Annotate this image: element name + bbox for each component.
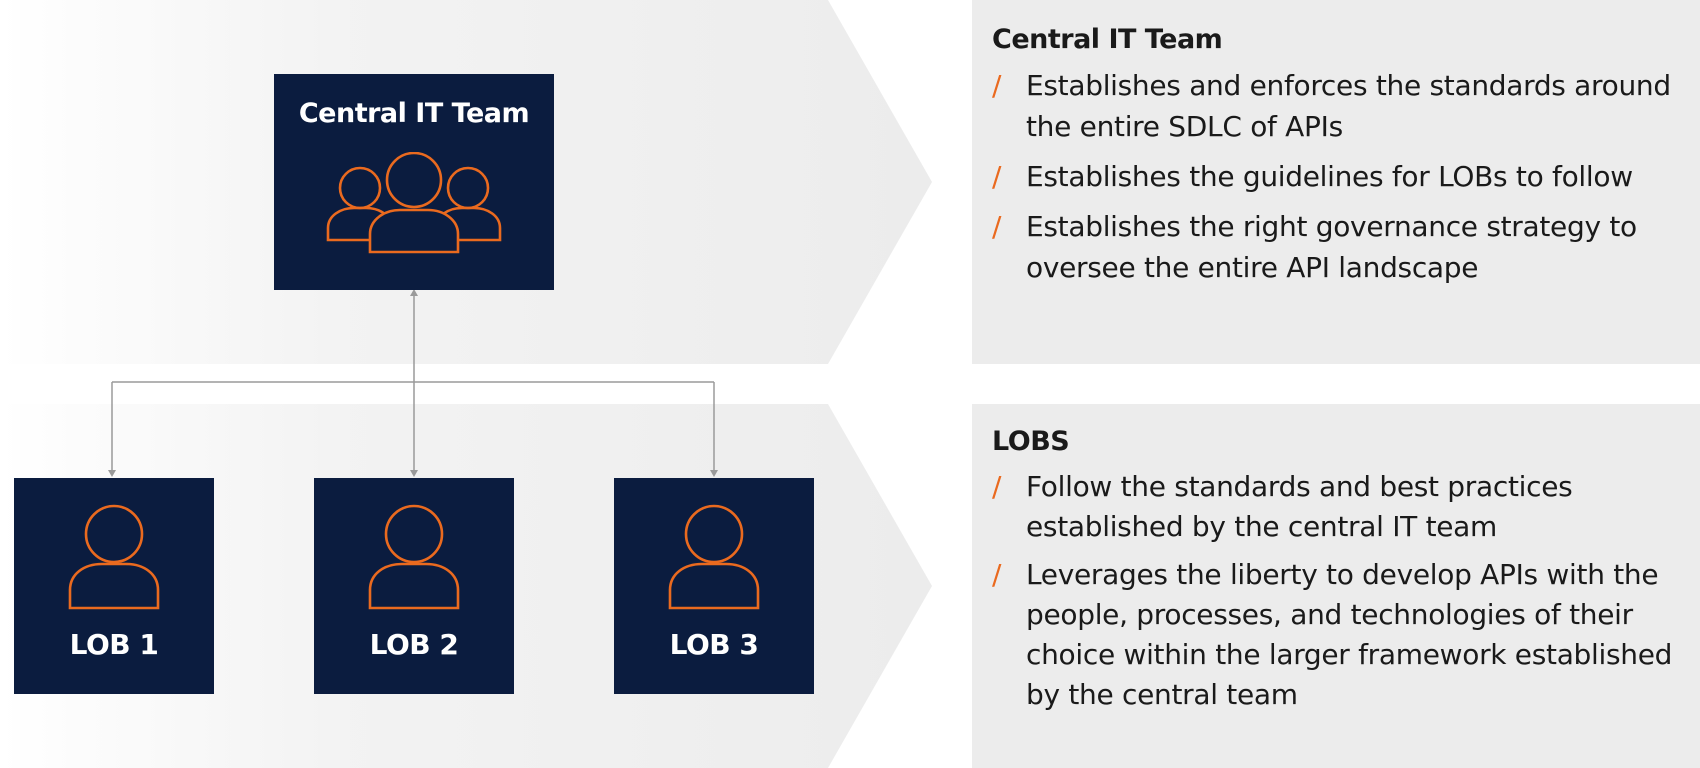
list-item: / Establishes the right governance strat… [992,206,1682,288]
bottom-text-panel [972,404,1700,768]
bullet-list: / Follow the standards and best practice… [992,467,1682,715]
panel-heading: LOBS [992,426,1070,457]
list-item: / Leverages the liberty to develop APIs … [992,555,1682,715]
arrow-up-to-central [410,289,418,296]
slash-bullet-icon: / [992,69,1002,102]
lob-2-box: LOB 2 [314,478,514,694]
bullet-text: Establishes the guidelines for LOBs to f… [1026,160,1633,193]
slash-bullet-icon: / [992,210,1002,243]
list-item: / Establishes the guidelines for LOBs to… [992,156,1682,197]
lobs-description: LOBS / Follow the standards and best pra… [992,426,1682,723]
bullet-text: Establishes and enforces the standards a… [1026,69,1671,143]
person-icon [368,504,460,610]
bullet-list: / Establishes and enforces the standards… [992,65,1682,288]
slash-bullet-icon: / [992,160,1002,193]
slash-bullet-icon: / [992,470,1002,503]
bullet-text: Follow the standards and best practices … [1026,470,1573,543]
central-it-team-box: Central IT Team [274,74,554,290]
bullet-text: Leverages the liberty to develop APIs wi… [1026,558,1673,711]
list-item: / Follow the standards and best practice… [992,467,1682,547]
person-icon [68,504,160,610]
lob-3-label: LOB 3 [669,628,759,661]
lob-3-box: LOB 3 [614,478,814,694]
lob-2-label: LOB 2 [369,628,459,661]
top-text-panel [972,0,1700,364]
panel-heading: Central IT Team [992,24,1223,55]
lob-1-label: LOB 1 [69,628,159,661]
lob-1-box: LOB 1 [14,478,214,694]
central-box-title: Central IT Team [298,98,530,129]
team-group-icon [326,152,502,254]
arrow-down-lob3 [710,470,718,477]
arrow-down-lob2 [410,470,418,477]
central-it-description: Central IT Team / Establishes and enforc… [992,24,1682,297]
bullet-text: Establishes the right governance strateg… [1026,210,1637,284]
arrow-down-lob1 [108,470,116,477]
list-item: / Establishes and enforces the standards… [992,65,1682,147]
person-icon [668,504,760,610]
slash-bullet-icon: / [992,558,1002,591]
